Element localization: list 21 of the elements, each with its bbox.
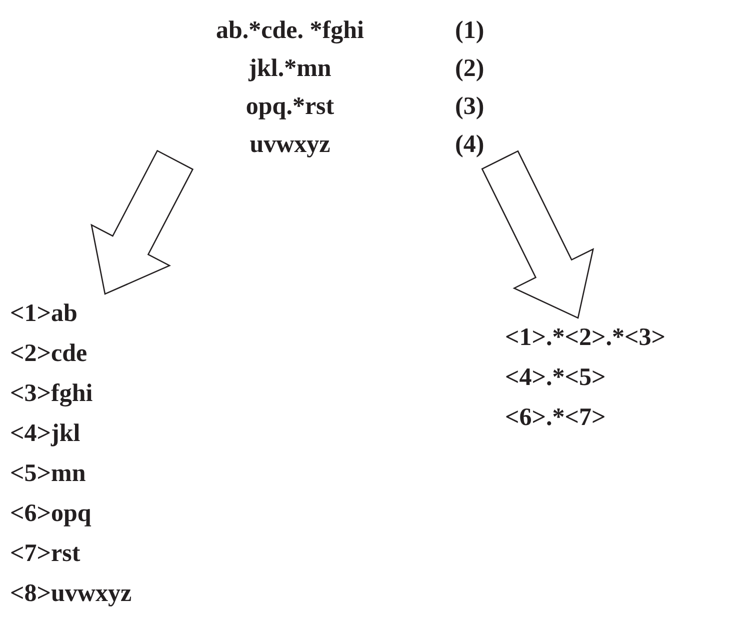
tag-line: <1>ab <box>10 299 78 329</box>
regex-pattern: jkl.*mn <box>247 54 332 84</box>
tag-pattern: <1>.*<2>.*<3> <box>505 323 666 353</box>
tag-line: <8>uvwxyz <box>10 579 133 609</box>
block-arrow <box>481 150 594 319</box>
block-arrow <box>90 150 194 295</box>
tag-line: <7>rst <box>10 539 82 569</box>
tag-line: <4>jkl <box>10 419 82 449</box>
regex-pattern: opq.*rst <box>244 92 336 122</box>
tag-line: <2>cde <box>10 339 88 369</box>
regex-pattern: ab.*cde. *fghi <box>215 16 365 46</box>
tag-line: <5>mn <box>10 459 87 489</box>
tag-line: <3>fghi <box>10 379 94 409</box>
line-number: (1) <box>454 16 486 46</box>
line-number: (3) <box>454 92 486 122</box>
tag-pattern: <6>.*<7> <box>505 403 607 433</box>
line-number: (2) <box>454 54 486 84</box>
line-number: (4) <box>454 130 486 160</box>
tag-line: <6>opq <box>10 499 92 529</box>
tag-pattern: <4>.*<5> <box>505 363 607 393</box>
regex-pattern: uvwxyz <box>248 130 332 160</box>
